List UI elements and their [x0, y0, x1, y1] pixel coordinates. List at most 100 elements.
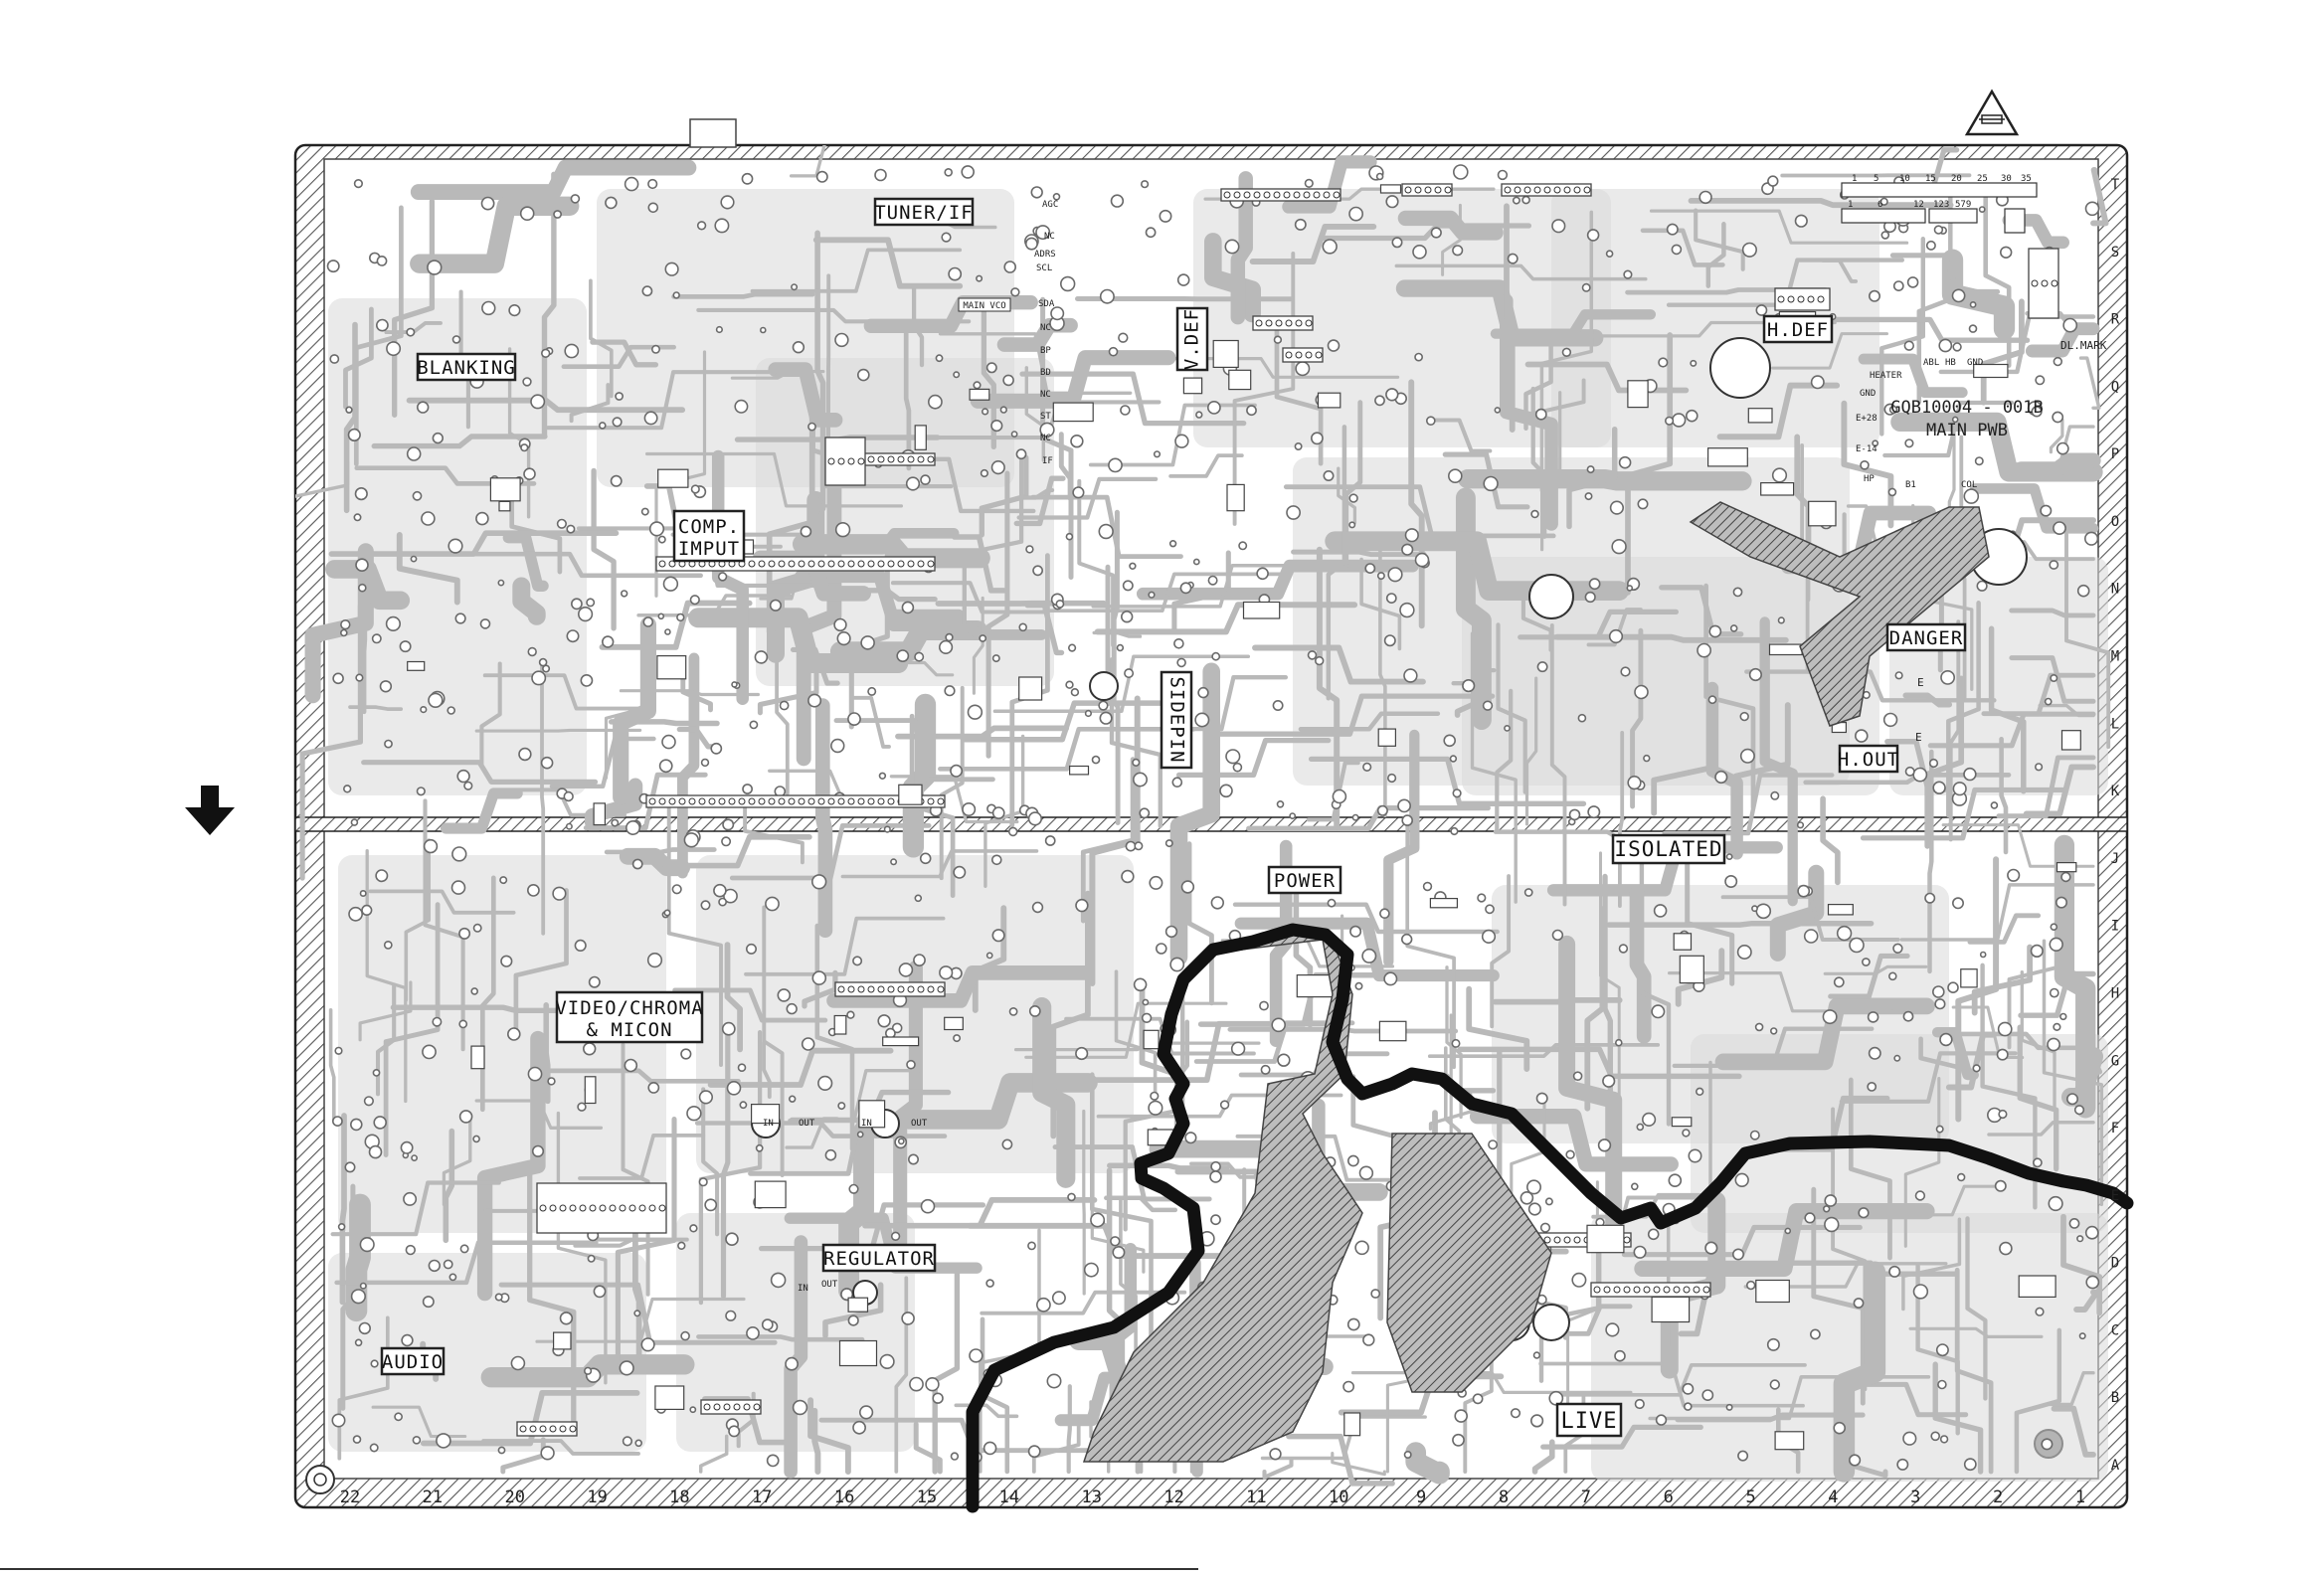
solder-pad — [689, 1406, 697, 1414]
copper-trace — [2051, 1405, 2096, 1458]
ic-pin — [1817, 295, 1825, 303]
section-label-isolated: ISOLATED — [1611, 833, 1726, 865]
ruler-letter: G — [2111, 1053, 2119, 1069]
solder-pad — [1539, 1222, 1551, 1233]
ruler-number: 12 — [1163, 1488, 1183, 1507]
ruler-letter: H — [2111, 986, 2119, 1002]
solder-pad — [1810, 1328, 1821, 1340]
section-label-blanking: BLANKING — [416, 352, 517, 382]
copper-trace — [1902, 692, 1953, 708]
solder-pad — [945, 632, 954, 642]
copper-trace — [325, 560, 411, 611]
solder-pad — [1482, 700, 1494, 711]
section-label-danger: DANGER — [1885, 622, 1967, 652]
solder-pad — [383, 941, 393, 950]
solder-pad — [1067, 643, 1077, 652]
connector-num: 123 — [1933, 200, 1949, 210]
solder-pad — [817, 1075, 833, 1091]
copper-trace — [1954, 1267, 1994, 1475]
solder-pad — [990, 854, 1002, 866]
solder-pad — [792, 1399, 808, 1416]
solder-pad — [1184, 1132, 1197, 1144]
ruler-letter: B — [2111, 1390, 2119, 1406]
component-outline — [882, 1036, 920, 1047]
copper-trace — [2020, 969, 2056, 1111]
copper-trace — [1089, 695, 1141, 986]
solder-pad — [1090, 1212, 1106, 1228]
solder-pad — [657, 613, 665, 620]
solder-pad — [1647, 1228, 1660, 1241]
solder-pad — [1729, 624, 1738, 632]
ruler-number: 18 — [669, 1488, 689, 1507]
solder-pad — [1450, 826, 1459, 836]
copper-trace — [1811, 1186, 1866, 1406]
copper-trace — [2060, 1213, 2103, 1316]
solder-pad — [497, 1446, 506, 1455]
ruler-number: 17 — [752, 1488, 772, 1507]
ic-pin — [2051, 279, 2058, 287]
component-outline — [656, 654, 687, 680]
solder-pad — [1272, 699, 1284, 711]
svg-text:COMP.: COMP. — [678, 516, 740, 538]
solder-pad — [1207, 400, 1221, 415]
copper-trace — [1405, 822, 1456, 1070]
copper-pour — [1462, 557, 1879, 795]
component-outline — [914, 425, 927, 450]
solder-pad — [1633, 1245, 1647, 1259]
solder-pad — [1754, 1022, 1764, 1032]
solder-pad — [1361, 948, 1377, 963]
solder-pad — [1003, 261, 1017, 273]
ic-pin — [1643, 1286, 1651, 1294]
component-outline — [407, 660, 426, 671]
tuner-pin-label: NC — [1044, 232, 1055, 242]
ic-pin — [529, 1425, 537, 1433]
tuner-pin-label: NC — [1040, 434, 1051, 443]
solder-pad — [1403, 668, 1418, 683]
solder-pad — [610, 474, 623, 487]
copper-trace — [1204, 693, 1496, 737]
solder-pad — [1527, 1202, 1541, 1216]
solder-pad — [354, 1338, 363, 1347]
copper-trace — [556, 1111, 608, 1385]
solder-pad — [1824, 1216, 1840, 1233]
solder-pad — [1452, 245, 1464, 257]
solder-pad — [1671, 413, 1687, 428]
hdef-pin-labels: HEATER ABL HB GND GND E+28 E-14 HP B1 CO… — [1856, 358, 1983, 490]
solder-pad — [657, 535, 666, 544]
solder-pad — [891, 1022, 903, 1034]
solder-pad — [1400, 933, 1413, 946]
solder-pad — [1176, 657, 1186, 668]
solder-pad — [1749, 1130, 1760, 1140]
solder-pad — [976, 274, 983, 282]
solder-pad — [373, 1116, 388, 1130]
copper-trace — [1858, 353, 1968, 399]
solder-pad — [1532, 1351, 1541, 1359]
solder-pad — [479, 618, 491, 629]
solder-pad — [403, 1191, 418, 1206]
solder-pad — [1695, 1087, 1704, 1097]
ic-pin — [877, 985, 885, 993]
solder-pad — [1171, 777, 1183, 788]
svg-text:V.DEF: V.DEF — [1181, 308, 1203, 370]
solder-pad — [1322, 239, 1338, 255]
ruler-letter: N — [2111, 582, 2119, 598]
solder-pad — [661, 734, 676, 750]
copper-trace — [2048, 1371, 2095, 1407]
solder-pad — [1084, 709, 1092, 718]
solder-pad — [1887, 487, 1897, 497]
solder-pad — [406, 446, 422, 461]
svg-text:BLANKING: BLANKING — [417, 357, 516, 379]
solder-pad — [1794, 214, 1808, 228]
solder-pad — [1664, 416, 1675, 426]
solder-pad — [1521, 195, 1530, 205]
copper-trace — [913, 1421, 943, 1475]
solder-pad — [1939, 1435, 1949, 1444]
solder-pad — [1401, 814, 1413, 826]
solder-pad — [1551, 929, 1564, 942]
solder-pad — [1391, 237, 1403, 249]
solder-pad — [792, 341, 805, 354]
solder-pad — [410, 555, 418, 563]
solder-pad — [1451, 1038, 1461, 1048]
solder-pad — [1070, 687, 1080, 697]
copper-trace — [1408, 379, 1425, 629]
